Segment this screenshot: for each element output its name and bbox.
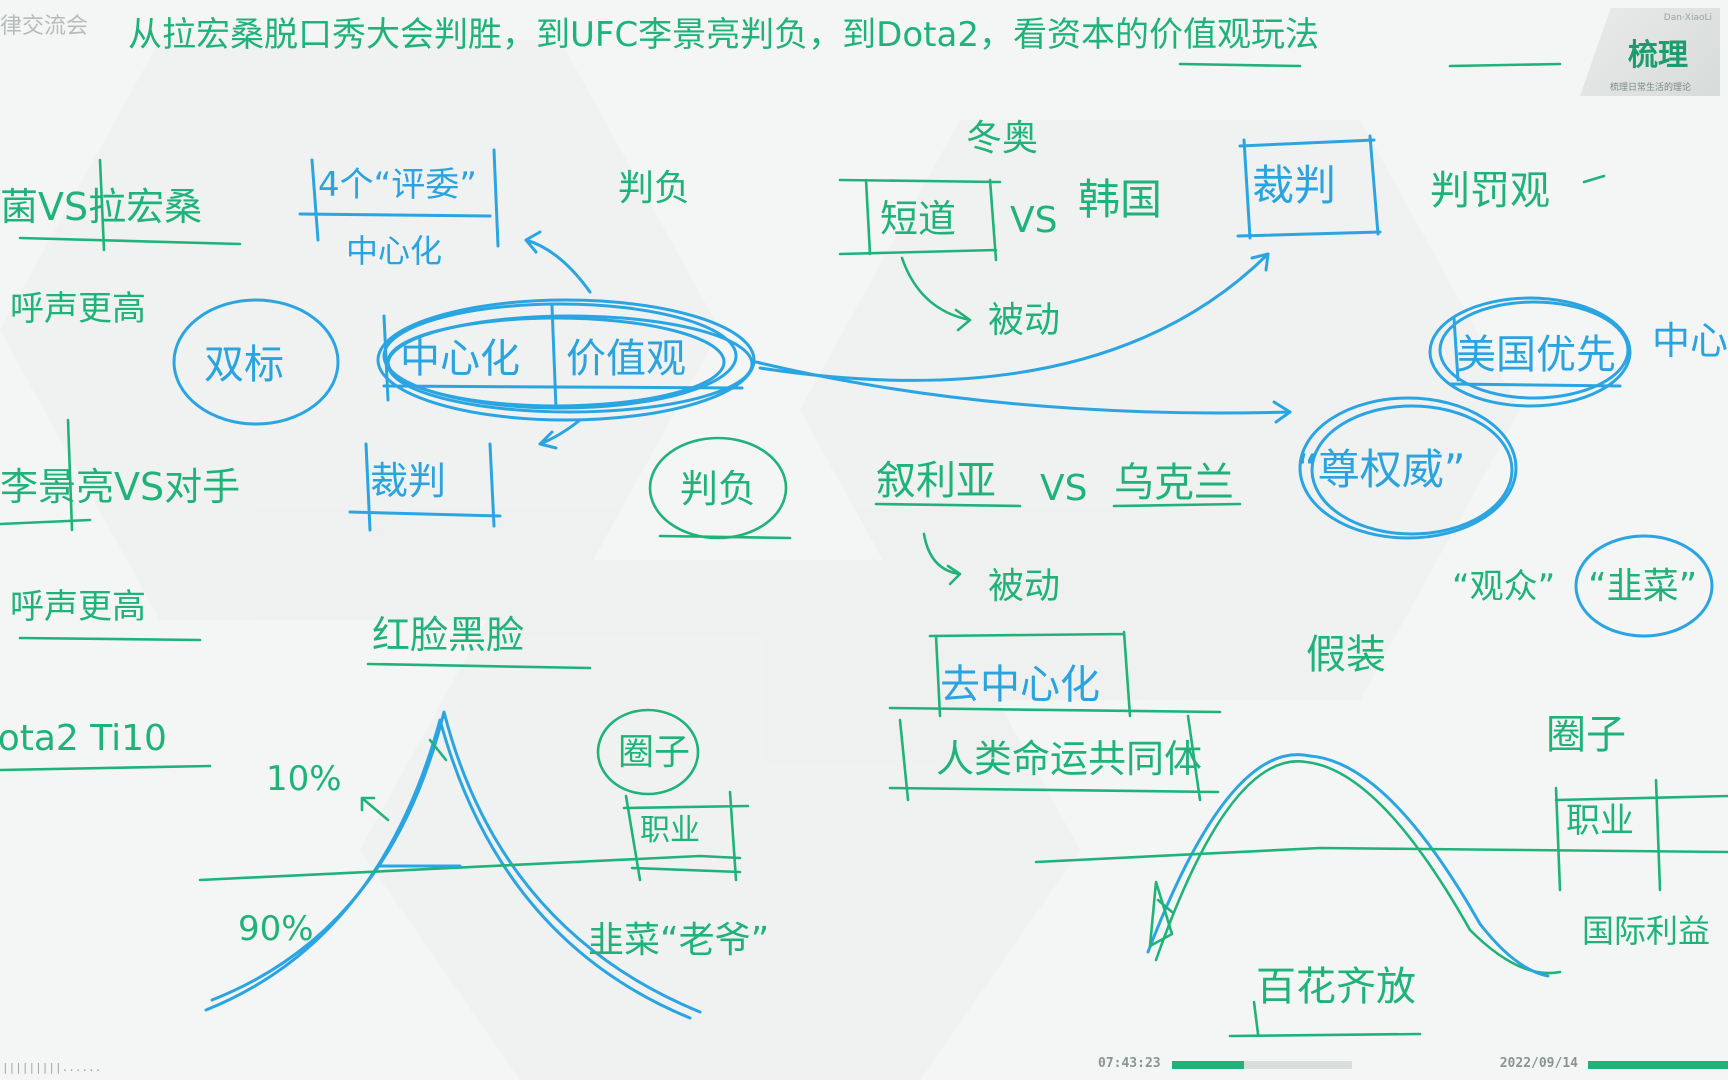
logo-title: 梳理 — [1628, 38, 1688, 73]
video-date: 2022/09/14 — [1499, 1056, 1578, 1071]
arrow-head-authority — [1272, 400, 1292, 424]
job1-box — [622, 790, 750, 882]
double-standard-circle — [172, 298, 340, 426]
progress-fill — [1172, 1061, 1244, 1069]
bell-curve-blue — [1146, 753, 1550, 978]
note-judge2: 裁判 — [370, 459, 446, 503]
note-center1: 中心化 — [346, 232, 442, 270]
pct10-arrow — [360, 796, 390, 822]
bottom-left-marks: |||||||||...... — [2, 1061, 102, 1074]
core-values-scribble — [376, 298, 756, 422]
note-korea: 韩国 — [1078, 175, 1162, 224]
arrow-ignored2 — [922, 532, 962, 586]
hundred-underline — [1228, 1000, 1422, 1038]
note-syria: 叙利亚 — [876, 458, 996, 504]
note-national: 国际利益 — [1582, 912, 1710, 950]
job2-box — [1554, 778, 1728, 892]
note-central-r: 中心 — [1652, 319, 1728, 363]
note-circle1: 圈子 — [618, 732, 690, 773]
community-box — [888, 706, 1222, 802]
note-lose-top: 判负 — [618, 168, 690, 209]
note-uzbek: 乌克兰 — [1114, 460, 1234, 506]
triangle-marker — [1148, 880, 1174, 948]
note-decentral: 去中心化 — [940, 662, 1100, 708]
peak-tick — [428, 738, 448, 762]
judge-view-dash — [1582, 174, 1606, 184]
status-bar-right — [1588, 1061, 1728, 1069]
left-vs1-box — [18, 158, 242, 252]
note-hundred: 百花齐放 — [1256, 964, 1416, 1010]
logo-subtitle: 梳理日常生活的理论 — [1610, 83, 1692, 93]
note-usa: 美国优先 — [1456, 332, 1616, 378]
arrow-to-judges — [524, 230, 592, 294]
note-judge-lose: 判负 — [680, 467, 756, 511]
playback-time: 07:43:23 — [1098, 1056, 1161, 1071]
note-vs: VS — [1010, 200, 1057, 241]
note-left-vs2: 李景亮VS对手 — [0, 465, 240, 509]
referee-box — [348, 442, 502, 532]
circle1-circle — [596, 708, 700, 796]
note-winter: 冬奥 — [966, 118, 1038, 159]
note-fake: 假装 — [1306, 632, 1386, 678]
note-left-dota: Dota2 Ti10 — [0, 718, 167, 759]
short-track-box — [838, 178, 1002, 262]
judges-box — [298, 148, 500, 248]
note-circle2: 圈子 — [1546, 712, 1626, 758]
redblack-underline — [366, 662, 592, 670]
lose-underline — [658, 534, 792, 540]
note-ignored2: 被动 — [988, 566, 1060, 607]
note-values: 价值观 — [566, 336, 686, 382]
arrow-to-referee — [538, 418, 582, 450]
note-left-cheer1: 呼声更高 — [10, 289, 146, 329]
left-vs2-box — [0, 418, 92, 532]
channel-logo: Dan·XiaoLi 梳理 梳理日常生活的理论 — [1580, 8, 1720, 96]
watermark-text: 律交流会 — [0, 14, 89, 39]
note-judge-view: 判罚观 — [1430, 168, 1550, 214]
note-leeks: 韭菜“老爷” — [588, 920, 769, 961]
authority-circle — [1298, 396, 1518, 540]
referee-right-box — [1236, 134, 1382, 240]
note-judges: 4个“评委” — [318, 165, 477, 205]
baseline-line-2 — [1034, 846, 1728, 864]
decentral-box — [928, 630, 1132, 718]
left-underline-3 — [0, 764, 212, 772]
background-hexagons — [0, 40, 1520, 1080]
arrow-head-referee-right — [1250, 252, 1270, 272]
authority-circle-2 — [1310, 404, 1514, 536]
usa-circle-2 — [1438, 300, 1630, 400]
note-authority: “尊权威” — [1296, 445, 1466, 494]
note-leeks2: “韭菜” — [1588, 566, 1697, 607]
note-job2: 职业 — [1566, 801, 1634, 841]
logo-topline: Dan·XiaoLi — [1663, 13, 1712, 23]
note-vs2: VS — [1040, 468, 1087, 509]
leeks-circle — [1574, 534, 1714, 638]
bell-curve-green — [1154, 760, 1562, 975]
progress-track[interactable] — [1172, 1061, 1352, 1069]
title-underline — [1178, 62, 1562, 68]
note-pct90: 90% — [238, 909, 314, 949]
note-ignored: 被动 — [988, 300, 1060, 341]
note-community: 人类命运共同体 — [936, 737, 1202, 781]
syria-underlines — [874, 502, 1242, 508]
arrow-ignored — [900, 256, 972, 332]
baseline-line-1 — [198, 854, 742, 882]
note-public: “观众” — [1452, 567, 1555, 607]
left-underline-2 — [18, 636, 202, 642]
peak-curve-2 — [210, 710, 702, 1014]
note-referee: 裁判 — [1252, 161, 1336, 210]
note-double: 双标 — [204, 342, 284, 388]
usa-box — [1448, 316, 1622, 388]
video-status-bar: 07:43:23 2022/09/14 — [1092, 1052, 1728, 1076]
note-job1: 职业 — [640, 813, 700, 848]
note-left-cheer2: 呼声更高 — [10, 587, 146, 627]
note-pct10: 10% — [266, 759, 342, 799]
note-short-track: 短道 — [880, 197, 956, 241]
note-redblack: 红脸黑脸 — [372, 613, 524, 657]
note-central: 中心化 — [400, 336, 520, 382]
usa-circle — [1428, 296, 1632, 408]
arrow-to-referee-right — [758, 252, 1270, 382]
board-title: 从拉宏桑脱口秀大会判胜，到UFC李景亮判负，到Dota2，看资本的价值观玩法 — [128, 15, 1319, 55]
